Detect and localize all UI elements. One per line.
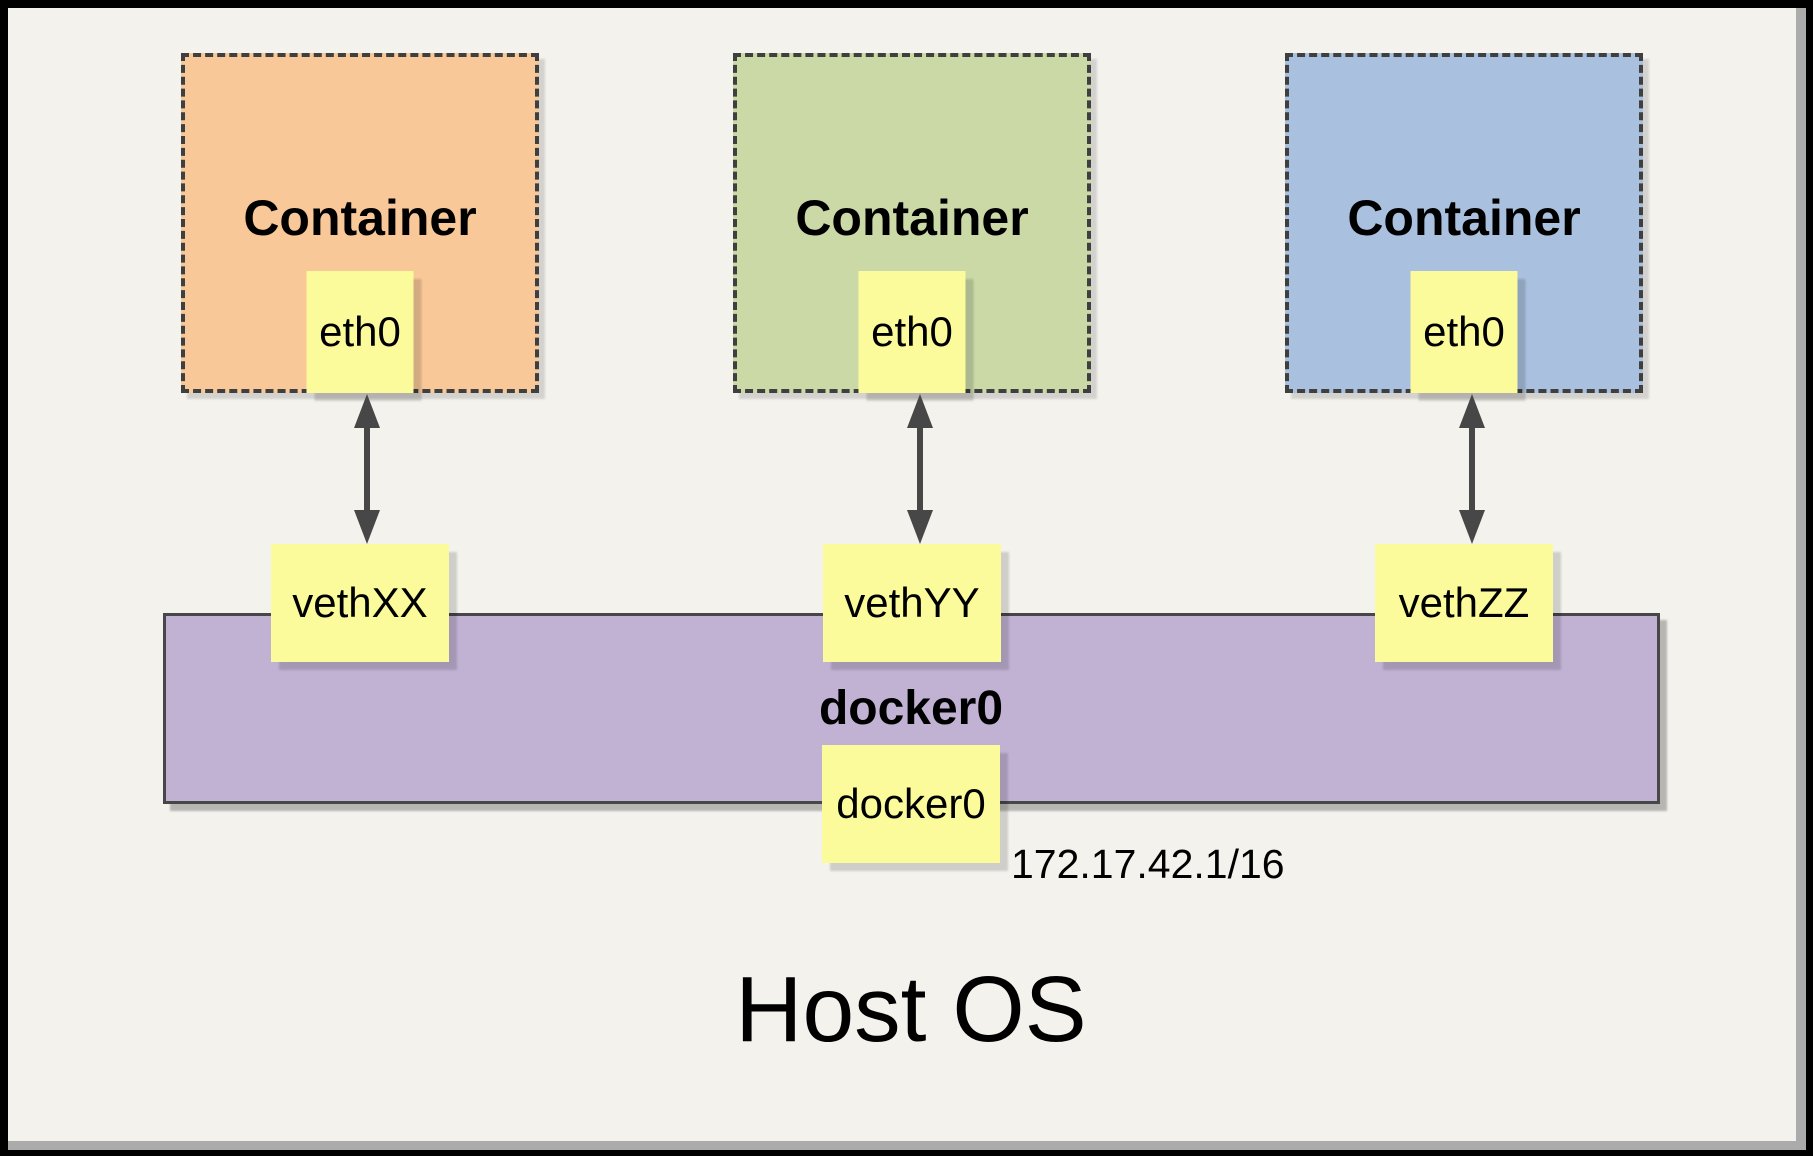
vethzz-label: vethZZ: [1398, 579, 1530, 626]
container-3-title: Container: [1347, 190, 1581, 246]
container-3-box: Container eth0: [1285, 53, 1643, 393]
vethxx-box: vethXX: [271, 544, 449, 662]
vethyy-label: vethYY: [844, 579, 980, 626]
bridge-ip-address: 172.17.42.1/16: [1011, 841, 1285, 887]
vethyy-box: vethYY: [823, 544, 1001, 662]
container-2-eth0-label: eth0: [871, 308, 953, 355]
diagram-page: Container eth0 Container eth0 Container …: [8, 8, 1806, 1150]
docker0-interface-box: docker0: [822, 745, 1000, 863]
docker0-bridge-label: docker0: [818, 682, 1004, 735]
container-2-eth0-box: eth0: [858, 271, 966, 393]
container-1-eth0-box: eth0: [306, 271, 414, 393]
container-2-box: Container eth0: [733, 53, 1091, 393]
container-3-eth0-label: eth0: [1423, 308, 1505, 355]
vethzz-box: vethZZ: [1375, 544, 1553, 662]
container-1-eth0-label: eth0: [319, 308, 401, 355]
docker0-interface-label: docker0: [836, 780, 986, 827]
container-1-title: Container: [243, 190, 477, 246]
container-3-eth0-box: eth0: [1410, 271, 1518, 393]
veth-arrow-3-icon: [1459, 394, 1485, 544]
container-1-box: Container eth0: [181, 53, 539, 393]
veth-arrow-2-icon: [907, 394, 933, 544]
host-os-label: Host OS: [735, 957, 1087, 1061]
veth-arrow-1-icon: [354, 394, 380, 544]
vethxx-label: vethXX: [292, 579, 428, 626]
container-2-title: Container: [795, 190, 1029, 246]
